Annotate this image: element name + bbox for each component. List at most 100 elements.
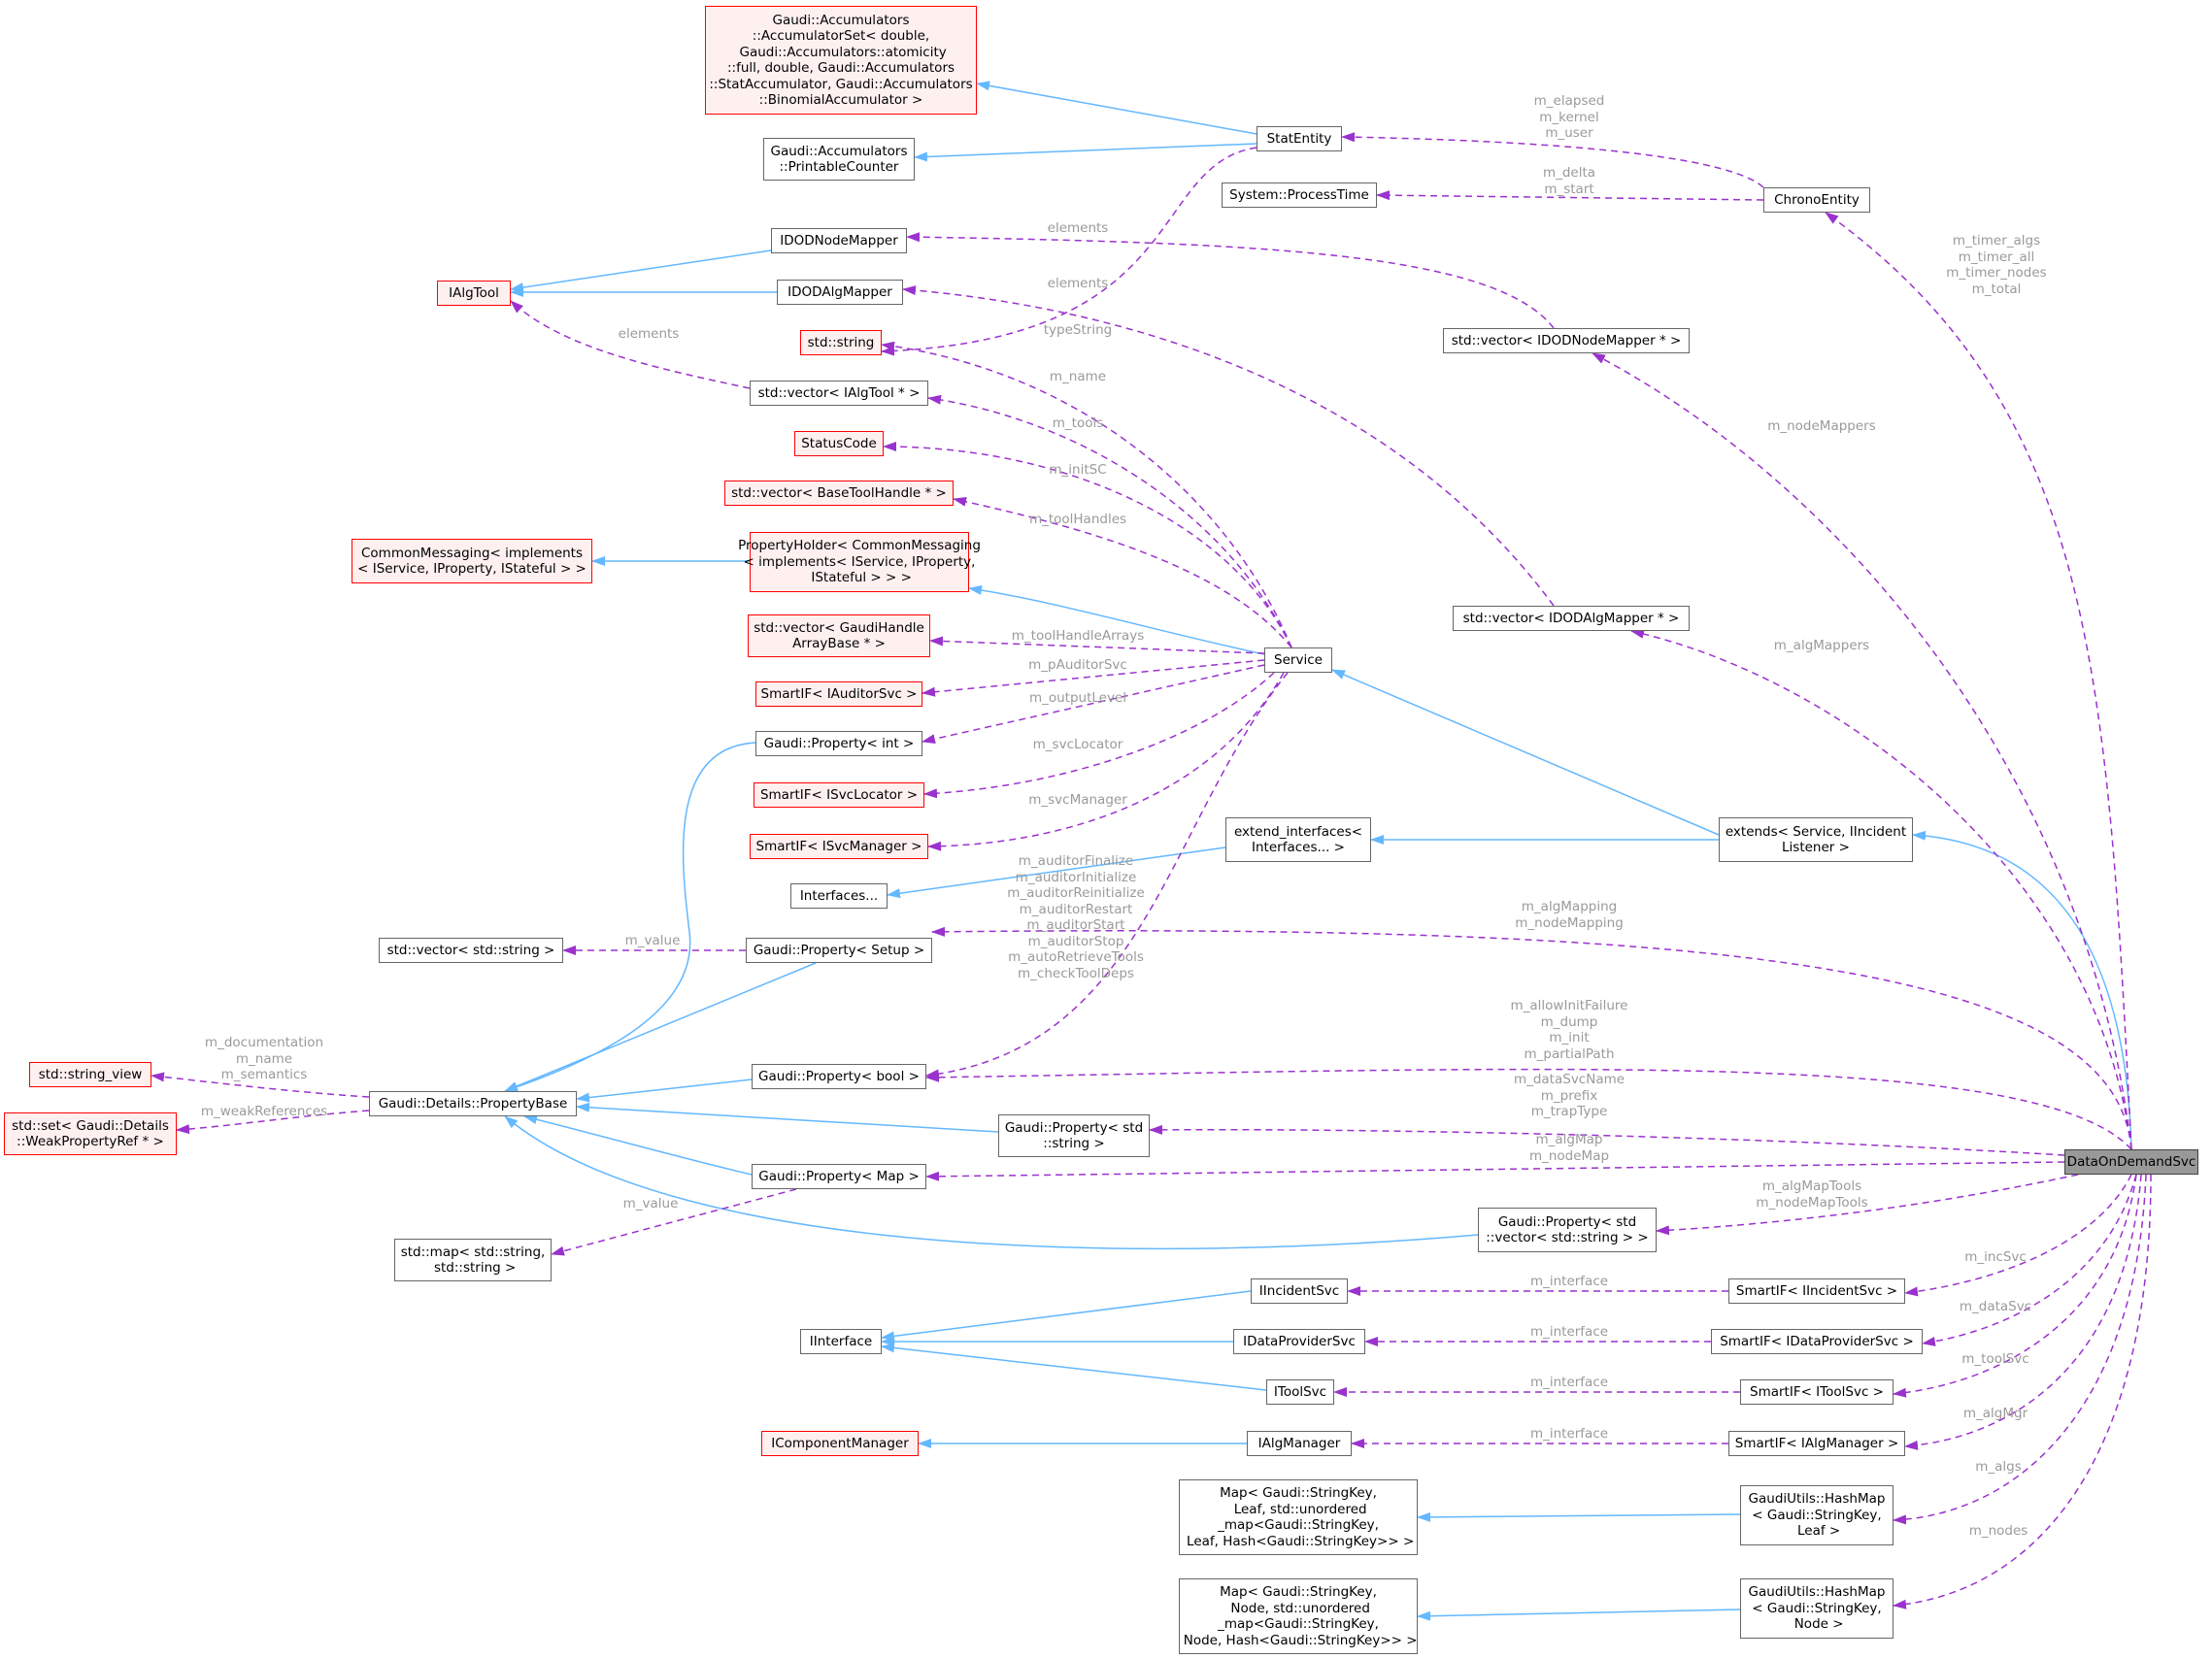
edge-chronoentity-to-processtime: [1376, 190, 1764, 201]
node-property-bool[interactable]: Gaudi::Property< bool >: [752, 1064, 926, 1089]
edge-chronoentity-to-statentity: [1341, 132, 1764, 188]
node-accumulatorset[interactable]: Gaudi::Accumulators ::AccumulatorSet< do…: [705, 6, 977, 115]
node-statuscode[interactable]: StatusCode: [794, 431, 884, 456]
edge-dataondemandsvc-to-property-setup: [931, 926, 2132, 1150]
node-ialgmanager[interactable]: IAlgManager: [1247, 1431, 1352, 1456]
edge-dataondemandsvc-to-property-bool: [925, 1068, 2132, 1150]
edge-dataondemandsvc-to-hashmap-node: [1893, 1174, 2152, 1609]
edge-propertybase-to-stringview: [151, 1072, 370, 1098]
node-smartif-isvclocator[interactable]: SmartIF< ISvcLocator >: [754, 782, 924, 808]
edge-property-vecstring-to-propertybase: [504, 1115, 1479, 1250]
node-itoolsvc[interactable]: IToolSvc: [1266, 1379, 1334, 1405]
edge-label-svc-stdstring: m_dataSvcName m_prefix m_trapType: [1513, 1072, 1625, 1119]
node-hashmap-node[interactable]: GaudiUtils::HashMap < Gaudi::StringKey, …: [1740, 1578, 1894, 1639]
edge-label-service-svclocator: m_svcLocator: [1032, 737, 1123, 752]
edge-label-service-toolhandles: m_toolHandles: [1028, 512, 1127, 527]
edge-statentity-to-stdstring: [881, 147, 1257, 356]
node-processtime[interactable]: System::ProcessTime: [1222, 182, 1377, 208]
node-smartif-idataprovidersvc[interactable]: SmartIF< IDataProviderSvc >: [1711, 1329, 1923, 1354]
node-set-weakpropertyref[interactable]: std::set< Gaudi::Details ::WeakPropertyR…: [4, 1112, 177, 1155]
edge-service-to-gaudihandlearray: [929, 636, 1265, 654]
node-idataprovidersvc[interactable]: IDataProviderSvc: [1233, 1329, 1365, 1354]
edge-label-svc-vecstring: m_algMapTools m_nodeMapTools: [1756, 1178, 1868, 1211]
node-vector-ialgtool[interactable]: std::vector< IAlgTool * >: [750, 381, 928, 406]
edge-service-to-vector-ialgtool: [927, 394, 1292, 648]
node-map-leaf[interactable]: Map< Gaudi::StringKey, Leaf, std::unorde…: [1179, 1479, 1418, 1555]
node-property-map[interactable]: Gaudi::Property< Map >: [752, 1164, 926, 1189]
node-vector-gaudihandlearraybase[interactable]: std::vector< GaudiHandle ArrayBase * >: [748, 614, 930, 657]
node-map-string[interactable]: std::map< std::string, std::string >: [394, 1239, 552, 1281]
node-idodalgmapper[interactable]: IDODAlgMapper: [777, 280, 903, 305]
edge-label-service-pauditorsvc: m_pAuditorSvc: [1028, 657, 1127, 673]
edge-label-toolsvc-interface: m_interface: [1529, 1375, 1609, 1390]
node-extend-interfaces[interactable]: extend_interfaces< Interfaces... >: [1225, 817, 1371, 862]
edge-vec-nodemapper-to-idodnodemapper: [906, 232, 1555, 329]
node-stdstring[interactable]: std::string: [800, 330, 882, 355]
edge-dataondemandsvc-to-smartif-algmanager: [1904, 1174, 2142, 1450]
node-vector-idodalgmapper[interactable]: std::vector< IDODAlgMapper * >: [1453, 606, 1690, 631]
edge-label-svc-nodemappers: m_nodeMappers: [1767, 418, 1876, 434]
edge-property-map-to-map-string: [551, 1188, 797, 1256]
node-commonmessaging[interactable]: CommonMessaging< implements < IService, …: [352, 539, 592, 583]
node-icomponentmanager[interactable]: IComponentManager: [761, 1431, 919, 1456]
node-smartif-itoolsvc[interactable]: SmartIF< IToolSvc >: [1740, 1379, 1894, 1405]
edge-label-typestring: typeString: [1043, 322, 1113, 338]
edge-label-map-value: m_value: [622, 1196, 679, 1211]
node-property-int[interactable]: Gaudi::Property< int >: [755, 731, 922, 756]
node-map-node[interactable]: Map< Gaudi::StringKey, Node, std::unorde…: [1179, 1578, 1418, 1654]
node-idodnodemapper[interactable]: IDODNodeMapper: [771, 228, 907, 253]
edge-extendinterfaces-to-interfaces: [887, 846, 1226, 899]
node-smartif-isvcmanager[interactable]: SmartIF< ISvcManager >: [750, 834, 928, 859]
node-vector-basetoolhandle[interactable]: std::vector< BaseToolHandle * >: [724, 481, 954, 506]
edge-label-service-tools: m_tools: [1052, 415, 1104, 431]
edge-extends-to-service: [1331, 669, 1720, 836]
node-hashmap-leaf[interactable]: GaudiUtils::HashMap < Gaudi::StringKey, …: [1740, 1485, 1894, 1545]
node-service[interactable]: Service: [1264, 647, 1332, 673]
node-property-setup[interactable]: Gaudi::Property< Setup >: [746, 938, 932, 963]
edge-dataondemandsvc-to-chronoentity: [1825, 212, 2132, 1150]
node-smartif-ialgmanager[interactable]: SmartIF< IAlgManager >: [1728, 1431, 1905, 1456]
node-ialgtool[interactable]: IAlgTool: [437, 281, 511, 306]
node-property-vector-string[interactable]: Gaudi::Property< std ::vector< std::stri…: [1478, 1208, 1657, 1252]
node-dataondemandsvc[interactable]: DataOnDemandSvc: [2064, 1149, 2198, 1175]
edge-label-service-toolhandlearrays: m_toolHandleArrays: [1011, 628, 1145, 644]
node-propertybase[interactable]: Gaudi::Details::PropertyBase: [369, 1091, 577, 1116]
edge-label-svc-nodes: m_nodes: [1968, 1523, 2028, 1539]
edge-dataondemandsvc-to-smartif-dataprovidersvc: [1922, 1174, 2137, 1346]
node-statentity[interactable]: StatEntity: [1257, 126, 1342, 151]
edge-label-chrono-processtime: m_delta m_start: [1542, 165, 1596, 197]
edge-dataondemandsvc-to-smartif-toolsvc: [1893, 1174, 2137, 1398]
edge-dataondemandsvc-to-vec-algmapper: [1630, 629, 2132, 1150]
edge-label-vec-ialgtool-elements: elements: [618, 326, 680, 342]
edge-label-setup-value: m_value: [624, 933, 681, 948]
node-interfaces[interactable]: Interfaces...: [790, 883, 888, 909]
node-smartif-iauditorsvc[interactable]: SmartIF< IAuditorSvc >: [755, 681, 922, 707]
edge-dataondemandsvc-to-smartif-incidentsvc: [1904, 1174, 2132, 1297]
node-property-stdstring[interactable]: Gaudi::Property< std ::string >: [998, 1114, 1150, 1157]
edge-dataondemandsvc-to-property-stdstring: [1149, 1124, 2065, 1156]
edge-idodnodemapper-to-ialgtool: [510, 249, 772, 293]
node-propertyholder[interactable]: PropertyHolder< CommonMessaging < implem…: [738, 532, 981, 592]
node-printablecounter[interactable]: Gaudi::Accumulators ::PrintableCounter: [763, 138, 915, 181]
edge-service-to-basetoolhandle: [953, 496, 1292, 648]
edge-vec-ialgtool-to-ialgtool: [510, 300, 751, 389]
edge-service-to-svcmanager: [927, 672, 1285, 851]
edge-dataondemandsvc-to-extends: [1912, 830, 2132, 1150]
node-extends-service[interactable]: extends< Service, IIncident Listener >: [1719, 817, 1913, 862]
edge-label-dataprovider-interface: m_interface: [1529, 1324, 1609, 1340]
edge-label-service-bools: m_auditorFinalize m_auditorInitialize m_…: [1007, 853, 1145, 981]
edge-hashmap-node-to-map-node: [1417, 1609, 1741, 1621]
node-iinterface[interactable]: IInterface: [800, 1329, 882, 1354]
node-vector-stdstring[interactable]: std::vector< std::string >: [379, 938, 563, 963]
node-vector-idodnodemapper[interactable]: std::vector< IDODNodeMapper * >: [1443, 328, 1690, 353]
node-smartif-iincidentsvc[interactable]: SmartIF< IIncidentSvc >: [1728, 1278, 1905, 1304]
node-string-view[interactable]: std::string_view: [29, 1062, 151, 1087]
edge-label-vec-nodemapper-elements: elements: [1047, 220, 1109, 236]
edge-label-incident-interface: m_interface: [1529, 1274, 1609, 1289]
edge-label-svc-algmappers: m_algMappers: [1773, 638, 1870, 653]
edge-label-algmanager-interface: m_interface: [1529, 1426, 1609, 1442]
edge-dataondemandsvc-to-property-vecstring: [1656, 1174, 2079, 1236]
node-chronoentity[interactable]: ChronoEntity: [1763, 187, 1870, 213]
edge-label-svc-chrono: m_timer_algs m_timer_all m_timer_nodes m…: [1946, 233, 2047, 297]
node-iincidentsvc[interactable]: IIncidentSvc: [1251, 1278, 1348, 1304]
